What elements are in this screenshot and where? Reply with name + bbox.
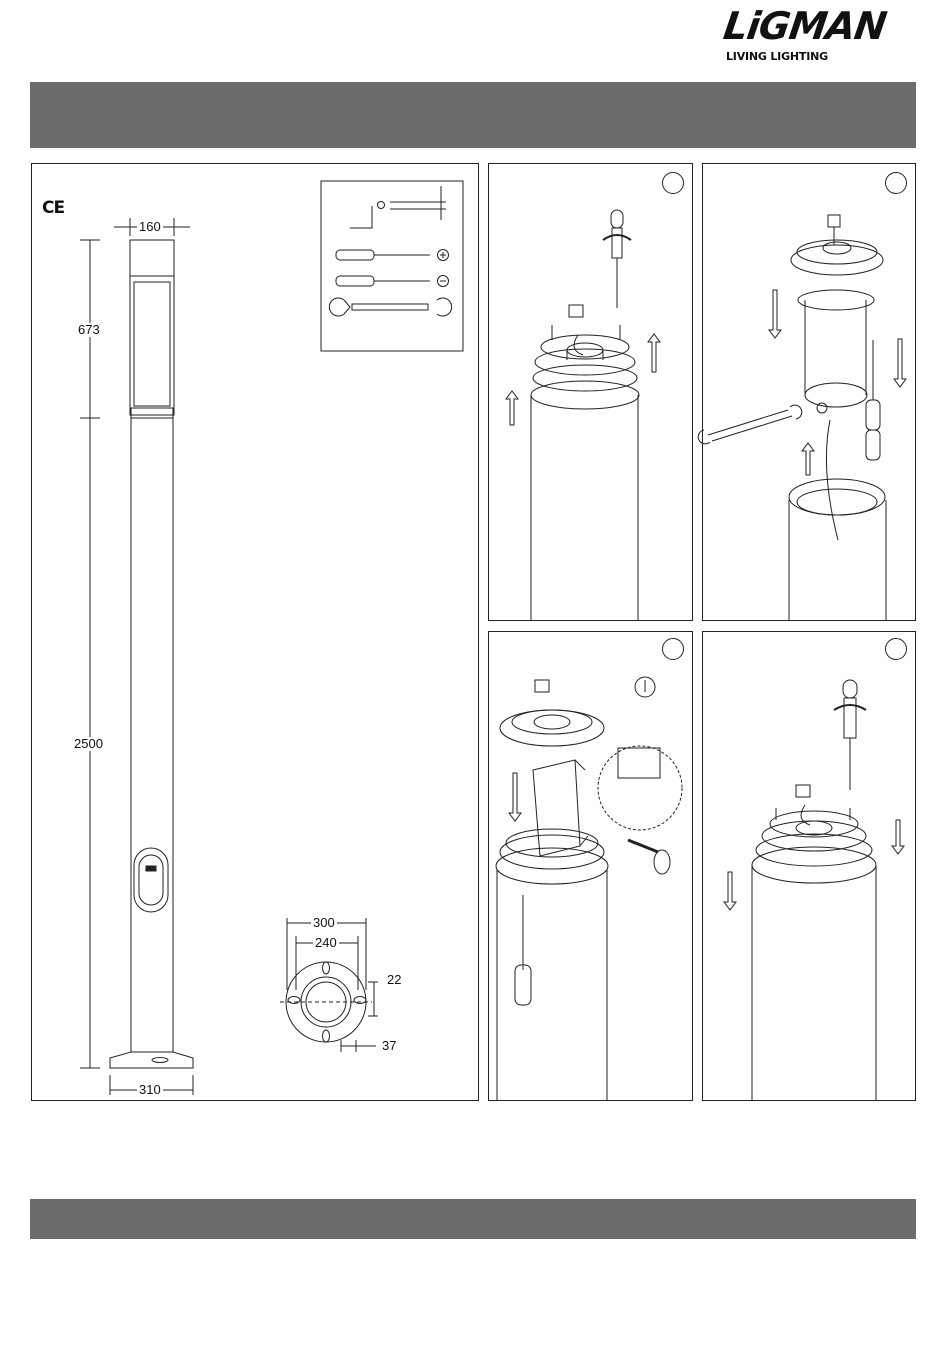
footer-bar bbox=[30, 1199, 916, 1239]
